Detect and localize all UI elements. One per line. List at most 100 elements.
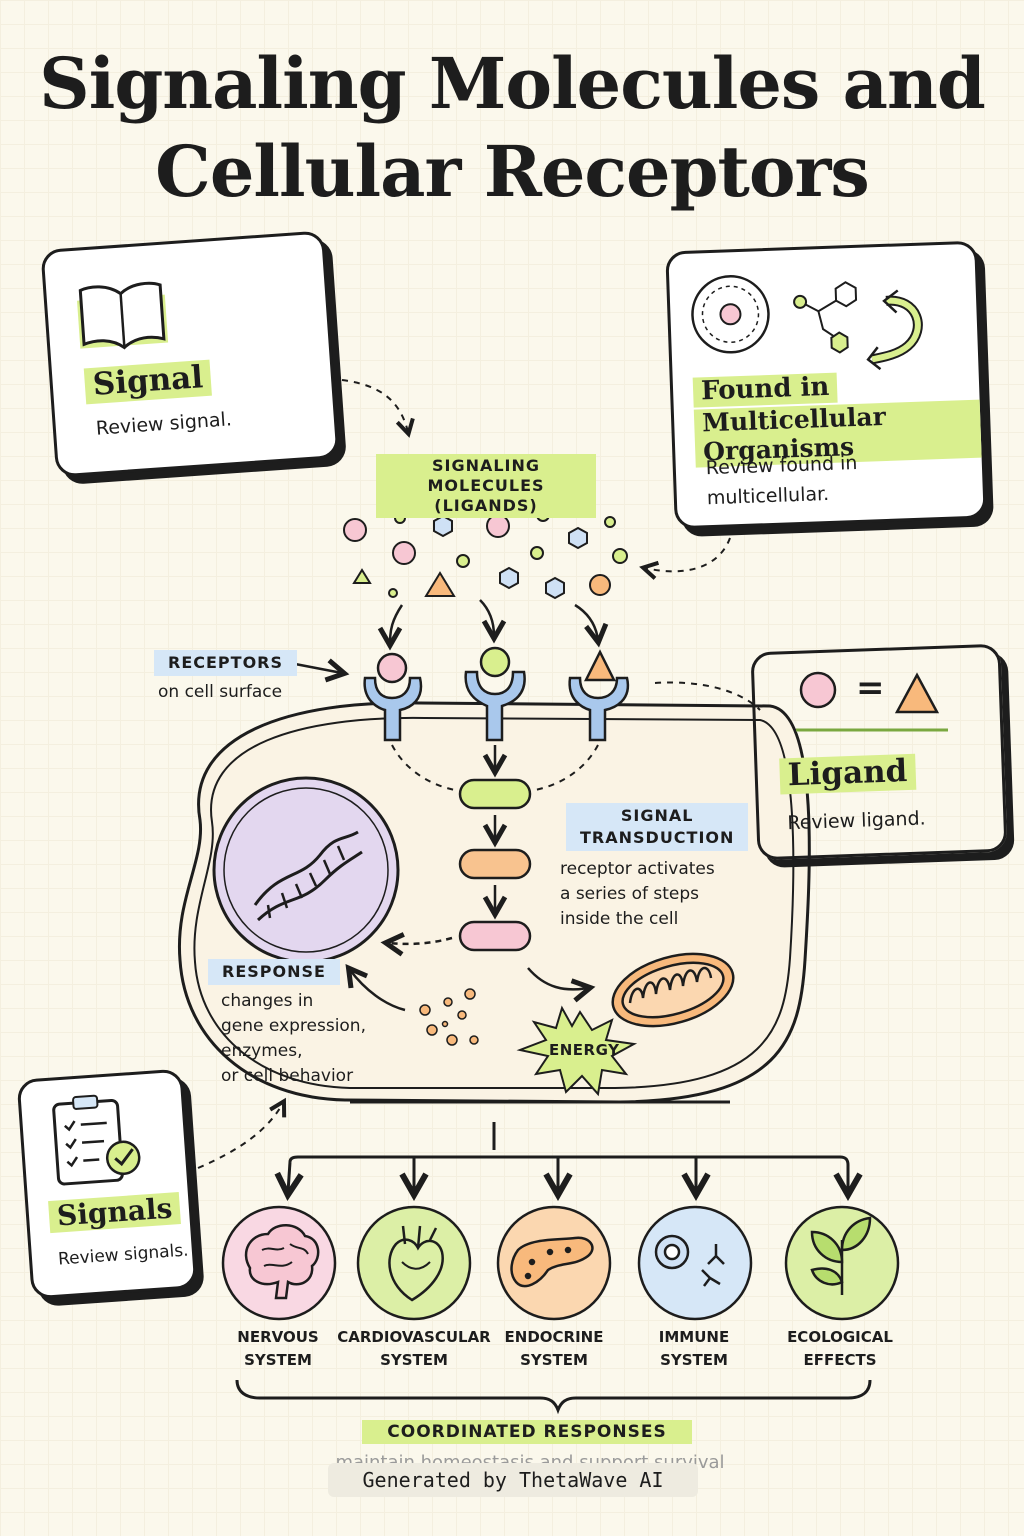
system-label-endocrine: ENDOCRINE SYSTEM	[469, 1326, 639, 1372]
ligands-label-line-1: SIGNALING MOLECULES	[427, 456, 545, 495]
system-circles	[221, 1205, 900, 1321]
system-label-line: SYSTEM	[244, 1351, 312, 1369]
heart-icon	[388, 1225, 444, 1302]
ligand-circle	[392, 541, 416, 565]
card-signal-text: Review signal.	[95, 408, 233, 440]
response-label: RESPONSE	[208, 959, 340, 985]
plant-icon	[810, 1216, 872, 1295]
signal-transduction-line-1: SIGNAL	[620, 806, 694, 825]
ligands-label-line-2: (LIGANDS)	[434, 496, 538, 515]
mitochondrion-icon	[611, 952, 735, 1028]
system-label-line: CARDIOVASCULAR	[337, 1328, 491, 1346]
response-description: changes in gene expression, enzymes, or …	[221, 989, 366, 1089]
system-label-ecological: ECOLOGICAL EFFECTS	[755, 1326, 925, 1372]
ligand-dot	[612, 548, 628, 564]
brain-icon	[244, 1224, 320, 1300]
ligand-hexagon	[545, 576, 565, 600]
card-signals: Signals Review signals.	[16, 1068, 198, 1300]
cascade-step-3	[458, 920, 532, 952]
energy-label: ENERGY	[549, 1041, 620, 1059]
ligand-hexagon	[568, 526, 588, 550]
binding-arrow	[574, 603, 598, 640]
binding-arrows	[289, 599, 598, 673]
transduction-description: receptor activates a series of steps ins…	[560, 857, 715, 932]
signal-transduction-line-2: TRANSDUCTION	[580, 828, 735, 847]
card-found-text-line-2: multicellular.	[706, 482, 830, 510]
coordinated-brace	[235, 1379, 872, 1415]
dashed-receptor-links	[197, 379, 761, 1169]
clipboard-check-icon	[52, 1094, 141, 1186]
energy-burst-icon	[516, 1005, 638, 1097]
page-title: Signaling Molecules and Cellular Recepto…	[0, 40, 1024, 216]
response-molecules	[419, 988, 479, 1046]
signal-transduction-label: SIGNAL TRANSDUCTION	[566, 803, 749, 851]
cascade-step-2	[458, 848, 532, 880]
system-label-immune: IMMUNE SYSTEM	[609, 1326, 779, 1372]
ligand-hexagon	[433, 514, 453, 538]
system-label-line: ENDOCRINE	[504, 1328, 604, 1346]
card-signal: Signal Review signal.	[40, 230, 340, 478]
receptor-with-triangle-ligand	[568, 649, 630, 742]
card-signals-text: Review signals.	[57, 1240, 190, 1270]
system-circle-immune	[637, 1205, 753, 1321]
transduction-desc-line: inside the cell	[560, 909, 679, 929]
system-label-line: SYSTEM	[520, 1351, 588, 1369]
receptors	[363, 646, 630, 742]
ligand-triangle	[424, 571, 456, 597]
ligand-triangle	[352, 568, 372, 584]
response-desc-line: or cell behavior	[221, 1066, 354, 1086]
nucleus	[212, 776, 400, 964]
coordinated-responses-label: COORDINATED RESPONSES	[362, 1420, 692, 1444]
ligand-circle	[343, 518, 367, 542]
card-ligand-text: Review ligand.	[787, 807, 926, 835]
ligand-circle	[486, 514, 510, 538]
transduction-cascade	[350, 745, 588, 1012]
ligand-dot	[456, 554, 470, 568]
ligand-equals-sign: =	[856, 668, 885, 708]
immune-cell-icon	[654, 1234, 725, 1287]
cascade-step-1	[458, 778, 532, 810]
ligand-dot	[604, 516, 616, 528]
dna-icon	[253, 830, 363, 922]
response-desc-line: changes in	[221, 991, 314, 1011]
card-found-in-multicellular: Found in Multicellular Organisms Review …	[665, 240, 987, 530]
system-label-line: SYSTEM	[380, 1351, 448, 1369]
card-signal-title: Signal	[83, 359, 213, 405]
receptors-arrow	[289, 663, 342, 673]
system-label-line: IMMUNE	[658, 1328, 730, 1346]
system-label-line: ECOLOGICAL	[787, 1328, 893, 1346]
response-desc-line: gene expression,	[221, 1016, 366, 1036]
binding-arrow	[390, 604, 404, 643]
binding-arrow	[479, 599, 494, 636]
book-icon	[77, 281, 169, 350]
ligand-dot	[388, 588, 398, 598]
receptor-with-green-ligand	[464, 646, 526, 742]
receptors-sublabel: on cell surface	[158, 682, 283, 702]
system-label-cardiovascular: CARDIOVASCULAR SYSTEM	[329, 1326, 499, 1372]
ligand-circle	[589, 574, 611, 596]
system-label-nervous: NERVOUS SYSTEM	[193, 1326, 363, 1372]
system-label-line: EFFECTS	[803, 1351, 877, 1369]
title-line-2: Cellular Receptors	[155, 130, 870, 213]
transduction-desc-line: receptor activates	[560, 859, 715, 879]
ligands-label: SIGNALING MOLECULES (LIGANDS)	[376, 454, 596, 518]
footer-watermark: Generated by ThetaWave AI	[328, 1463, 698, 1497]
ligand-hexagon	[499, 566, 519, 590]
ligand-dot	[530, 546, 544, 560]
card-found-title-line-1: Found in	[692, 372, 838, 408]
receptor-with-pink-ligand	[363, 652, 423, 742]
card-found-text-line-1: Review found in	[705, 451, 858, 480]
systems-tree	[235, 1100, 872, 1415]
title-line-1: Signaling Molecules and	[39, 42, 986, 125]
card-ligand-title: Ligand	[779, 753, 916, 795]
transduction-desc-line: a series of steps	[560, 884, 699, 904]
response-desc-line: enzymes,	[221, 1041, 303, 1061]
system-label-line: SYSTEM	[660, 1351, 728, 1369]
cell-molecule-icon	[691, 275, 923, 371]
ligand-cloud	[343, 508, 628, 600]
card-signals-title: Signals	[48, 1192, 182, 1234]
system-label-line: NERVOUS	[237, 1328, 319, 1346]
receptors-label: RECEPTORS	[154, 650, 298, 676]
pancreas-icon	[510, 1236, 594, 1288]
